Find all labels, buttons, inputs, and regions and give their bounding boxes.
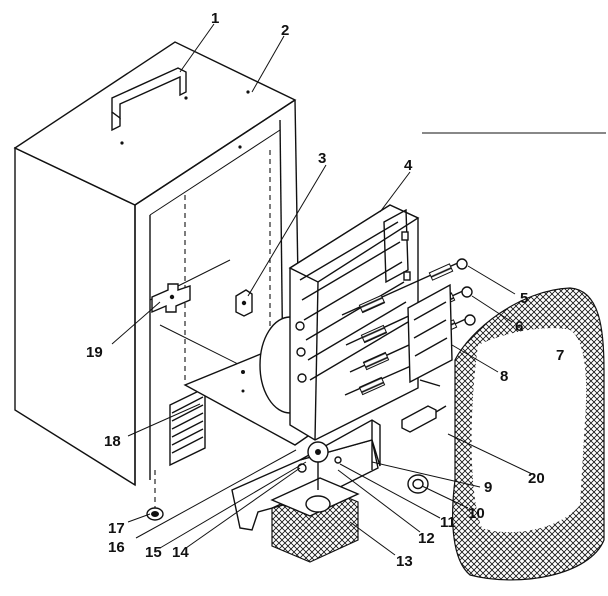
left-bracket [151,283,191,314]
callout-12: 12 [418,530,435,547]
handle [111,67,187,132]
foot [146,470,164,521]
limit-switch [401,379,447,433]
callout-9: 9 [484,479,492,496]
callout-16: 16 [108,539,125,556]
callout-11: 11 [440,514,456,531]
knob [407,474,429,494]
motor [270,477,360,563]
callout-20: 20 [528,470,545,487]
heater-frame [288,204,420,441]
callout-10: 10 [468,505,485,522]
callout-6: 6 [515,318,523,335]
callout-1: 1 [211,10,219,27]
callout-19: 19 [86,344,103,361]
callout-5: 5 [520,290,528,307]
leader-lines [111,23,533,556]
callout-18: 18 [104,433,121,450]
terminal-board [407,283,453,384]
grille [422,132,606,581]
callout-2: 2 [281,22,289,39]
right-bracket [235,289,253,317]
callout-3: 3 [318,150,326,167]
callouts: 1 2 3 4 5 6 7 8 9 10 11 12 13 14 15 16 1… [86,10,564,570]
callout-7: 7 [556,347,564,364]
callout-14: 14 [172,544,189,561]
callout-8: 8 [500,368,508,385]
callout-15: 15 [145,544,162,561]
callout-4: 4 [404,157,413,174]
callout-17: 17 [108,520,125,537]
vent-louvers [169,386,206,467]
callout-13: 13 [396,553,413,570]
